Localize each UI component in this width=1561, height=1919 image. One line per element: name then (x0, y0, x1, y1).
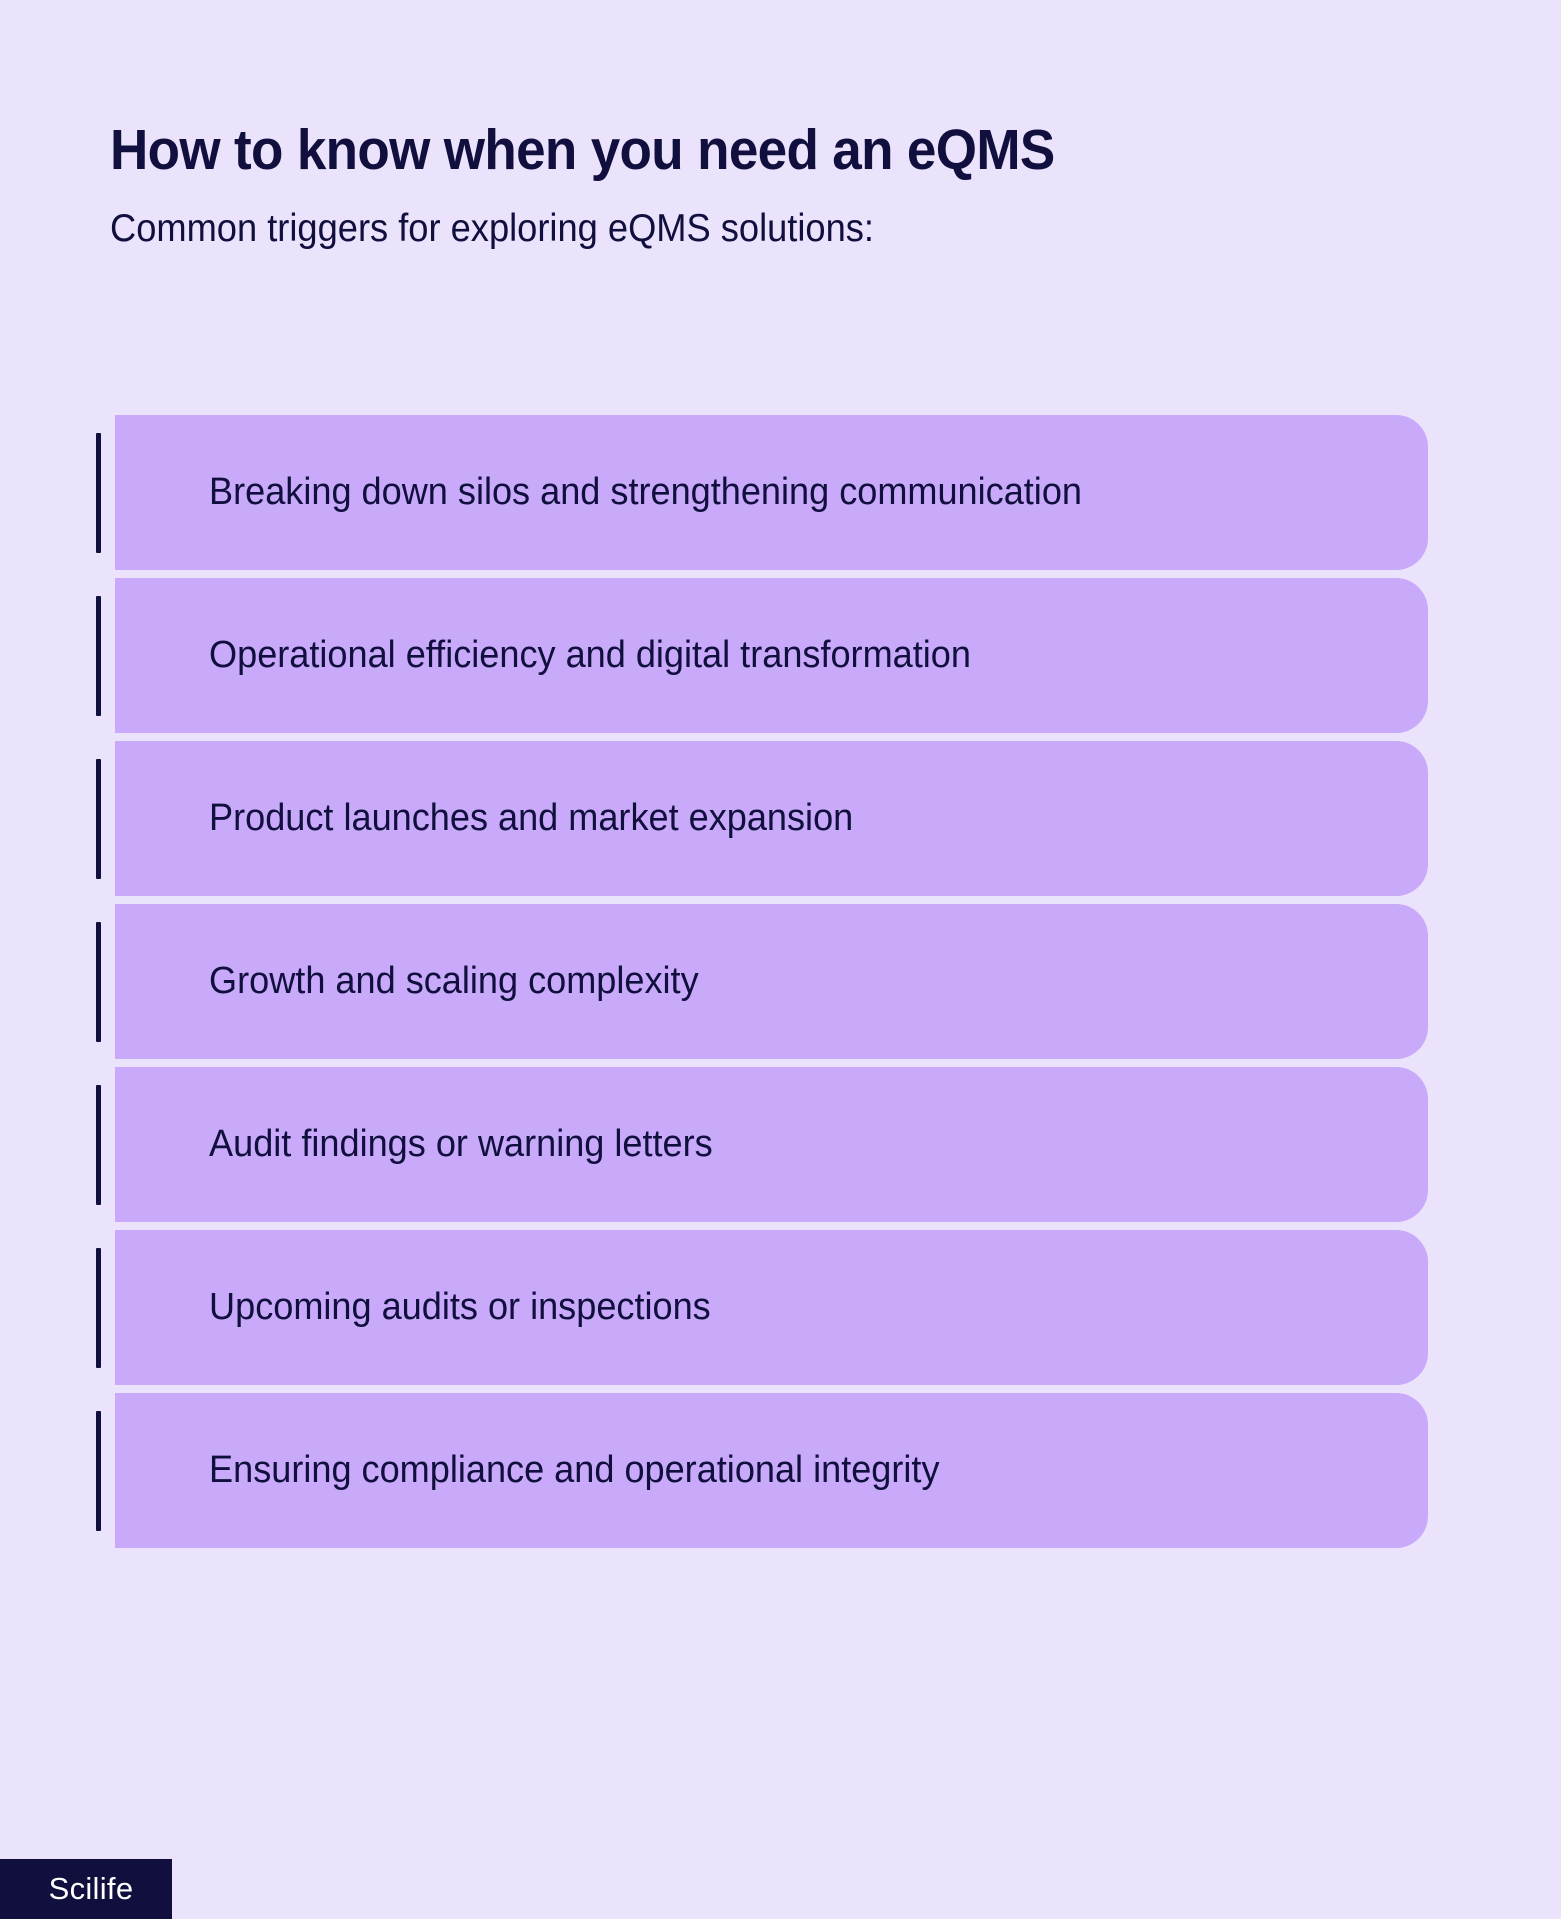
accent-bar-icon (96, 921, 101, 1042)
trigger-card-list: Breaking down silos and strengthening co… (0, 415, 1561, 1556)
trigger-card: Operational efficiency and digital trans… (96, 578, 1428, 733)
trigger-card: Audit findings or warning letters (96, 1067, 1428, 1222)
trigger-label: Product launches and market expansion (209, 796, 854, 839)
header: How to know when you need an eQMS Common… (110, 120, 1410, 253)
page-title: How to know when you need an eQMS (110, 118, 1055, 182)
trigger-label: Growth and scaling complexity (209, 959, 699, 1002)
accent-bar-icon (96, 1410, 101, 1531)
trigger-card: Growth and scaling complexity (96, 904, 1428, 1059)
trigger-label: Operational efficiency and digital trans… (209, 633, 971, 676)
trigger-label: Breaking down silos and strengthening co… (209, 470, 1082, 513)
brand-logo-text: Scilife (48, 1871, 134, 1906)
trigger-card: Upcoming audits or inspections (96, 1230, 1428, 1385)
brand-footer: Scilife (0, 1859, 172, 1919)
page-subtitle: Common triggers for exploring eQMS solut… (110, 207, 874, 251)
accent-bar-icon (96, 595, 101, 716)
trigger-card: Breaking down silos and strengthening co… (96, 415, 1428, 570)
trigger-label: Audit findings or warning letters (209, 1122, 713, 1165)
accent-bar-icon (96, 1247, 101, 1368)
trigger-label: Upcoming audits or inspections (209, 1285, 711, 1328)
trigger-card: Ensuring compliance and operational inte… (96, 1393, 1428, 1548)
accent-bar-icon (96, 758, 101, 879)
accent-bar-icon (96, 432, 101, 553)
trigger-label: Ensuring compliance and operational inte… (209, 1448, 940, 1491)
trigger-card: Product launches and market expansion (96, 741, 1428, 896)
accent-bar-icon (96, 1084, 101, 1205)
